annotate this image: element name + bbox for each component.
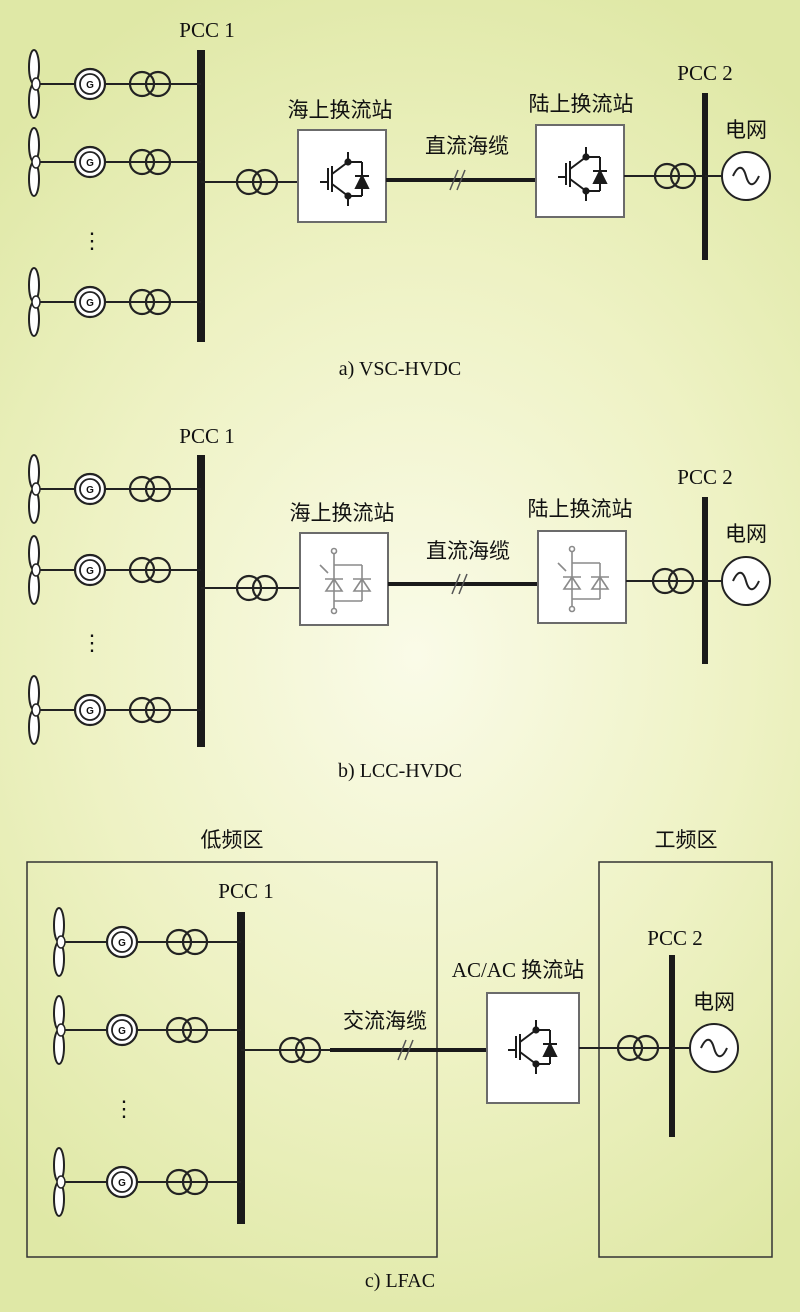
offshore-station-label: 海上换流站 — [290, 501, 395, 525]
cable-hatch-icon — [451, 573, 468, 595]
onshore-converter-box — [535, 124, 625, 218]
panel-b: PCC 1 ⋮ 海上换流站 直流 — [28, 424, 771, 782]
ac-source-icon — [721, 151, 771, 201]
pcc1-busbar — [237, 912, 245, 1224]
pcc1-label: PCC 1 — [218, 879, 273, 903]
ellipsis: ⋮ — [81, 228, 103, 253]
generator-icon — [105, 1165, 139, 1199]
onshore-station-label: 陆上换流站 — [529, 92, 634, 116]
turbine-row — [28, 267, 201, 337]
ac-source-icon — [721, 556, 771, 606]
power-freq-zone-box — [598, 861, 773, 1258]
cable-label: 直流海缆 — [426, 539, 510, 563]
wind-turbine-icon — [28, 675, 41, 745]
generator-icon — [73, 145, 107, 179]
pcc2-busbar — [669, 955, 675, 1137]
generator-icon — [105, 925, 139, 959]
turbine-row — [53, 995, 241, 1065]
low-freq-zone-label: 低频区 — [201, 828, 264, 852]
generator-icon — [73, 553, 107, 587]
ellipsis: ⋮ — [113, 1096, 135, 1121]
onshore-converter-box — [537, 530, 627, 624]
caption: b) LCC-HVDC — [338, 760, 462, 782]
wind-turbine-icon — [28, 49, 41, 119]
pcc1-busbar — [197, 50, 205, 342]
pcc1-label: PCC 1 — [179, 424, 234, 448]
cable-hatch-icon — [397, 1039, 414, 1061]
wind-turbine-icon — [28, 454, 41, 524]
generator-icon — [73, 693, 107, 727]
generator-icon — [105, 1013, 139, 1047]
generator-icon — [73, 285, 107, 319]
offshore-converter-box — [297, 129, 387, 223]
pcc2-label: PCC 2 — [647, 926, 702, 950]
ac-source-icon — [689, 1023, 739, 1073]
turbine-row — [28, 49, 201, 119]
grid-label: 电网 — [725, 118, 767, 142]
pcc1-busbar — [197, 455, 205, 747]
pcc2-label: PCC 2 — [677, 61, 732, 85]
turbine-row — [53, 1147, 241, 1217]
pcc1-label: PCC 1 — [179, 18, 234, 42]
cable-label: 直流海缆 — [425, 134, 509, 158]
grid-label: 电网 — [725, 522, 767, 546]
grid-label: 电网 — [693, 990, 735, 1014]
turbine-row — [28, 127, 201, 197]
wind-turbine-icon — [28, 127, 41, 197]
turbine-row — [28, 675, 201, 745]
station-label: AC/AC 换流站 — [452, 958, 584, 982]
wind-turbine-icon — [28, 267, 41, 337]
onshore-station-label: 陆上换流站 — [528, 497, 633, 521]
generator-icon — [73, 472, 107, 506]
panel-a: PCC 1 ⋮ 海上换流站 — [28, 18, 771, 380]
panel-c: 低频区 工频区 PCC 1 ⋮ — [26, 828, 773, 1292]
low-freq-zone-box — [26, 861, 438, 1258]
wind-turbine-icon — [53, 907, 66, 977]
turbine-row — [28, 454, 201, 524]
generator-icon — [73, 67, 107, 101]
power-freq-zone-label: 工频区 — [655, 828, 718, 852]
caption: a) VSC-HVDC — [339, 358, 461, 380]
turbine-row — [28, 535, 201, 605]
pcc2-label: PCC 2 — [677, 465, 732, 489]
wind-turbine-icon — [53, 995, 66, 1065]
cable-hatch-icon — [449, 169, 466, 191]
turbine-row — [53, 907, 241, 977]
caption: c) LFAC — [365, 1270, 435, 1292]
cable-label: 交流海缆 — [343, 1009, 427, 1033]
offshore-station-label: 海上换流站 — [288, 98, 393, 122]
wind-turbine-icon — [53, 1147, 66, 1217]
wind-turbine-icon — [28, 535, 41, 605]
offshore-converter-box — [299, 532, 389, 626]
ellipsis: ⋮ — [81, 630, 103, 655]
acac-converter-box — [486, 992, 580, 1104]
